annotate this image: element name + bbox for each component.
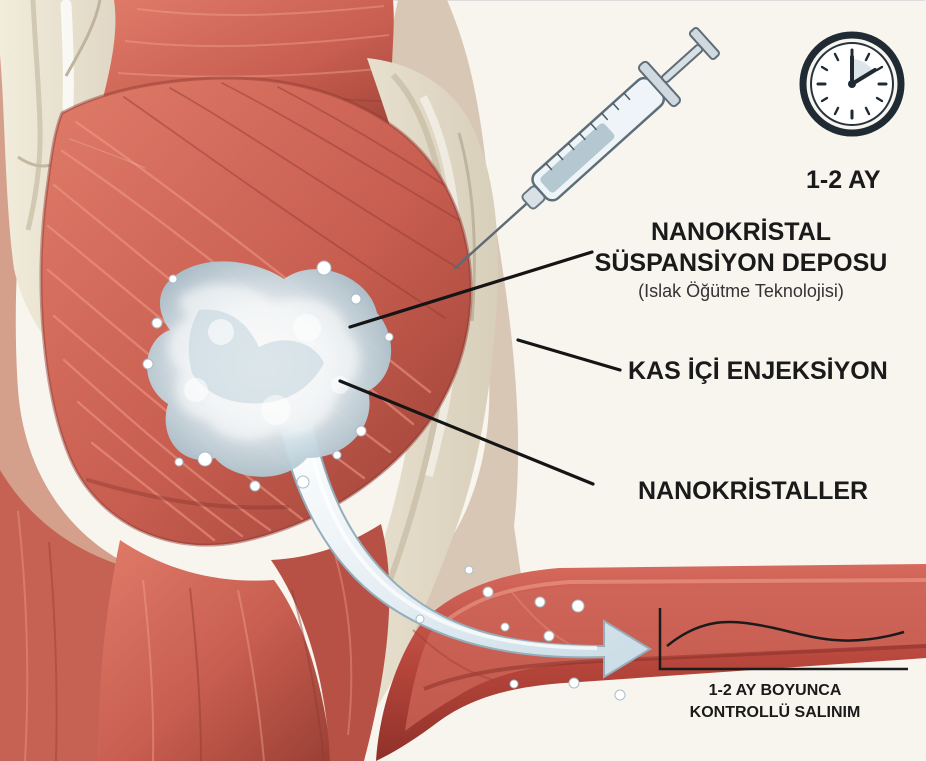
release-label: 1-2 AY BOYUNCA KONTROLLÜ SALINIM [652,680,898,724]
release-label-line-1: 1-2 AY BOYUNCA [652,680,898,702]
depot-title-line-1: NANOKRİSTAL [568,217,914,248]
clock-icon [803,35,901,133]
duration-label: 1-2 AY [806,166,881,195]
injection-label: KAS İÇİ ENJEKSİYON [628,357,888,386]
depot-subtitle: (Islak Öğütme Teknolojisi) [568,279,914,303]
depot-label: NANOKRİSTAL SÜSPANSİYON DEPOSU (Islak Öğ… [568,217,914,303]
depot-title-line-2: SÜSPANSİYON DEPOSU [568,248,914,279]
nanocrystals-label: NANOKRİSTALLER [638,477,868,506]
release-label-line-2: KONTROLLÜ SALINIM [652,702,898,724]
